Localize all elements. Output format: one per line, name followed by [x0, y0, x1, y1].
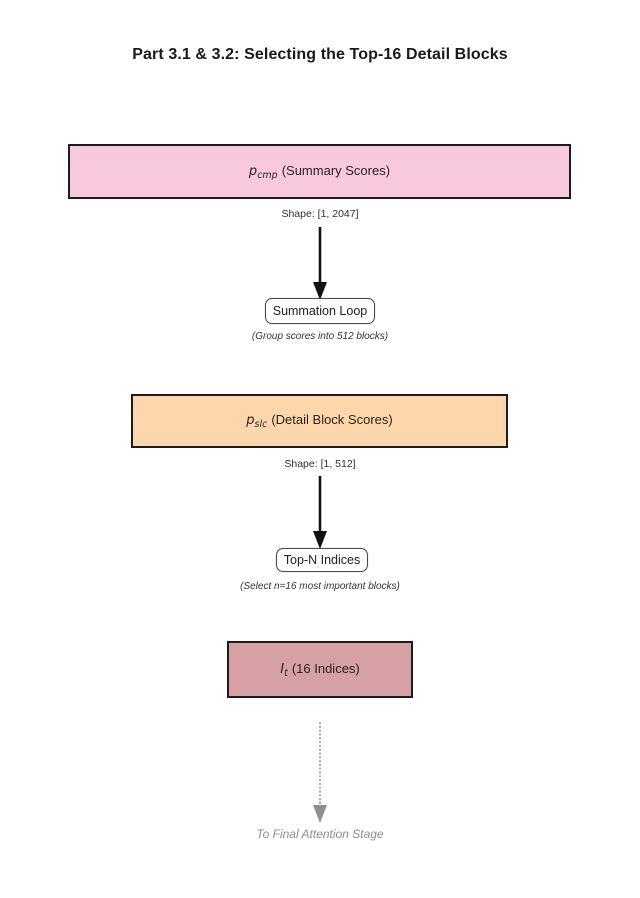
it-indices-block: It(16 Indices)	[227, 641, 413, 698]
pcmp-label: pcmp(Summary Scores)	[249, 163, 390, 181]
math-symbol: I	[280, 661, 285, 677]
diagram-title: Part 3.1 & 3.2: Selecting the Top-16 Det…	[132, 46, 508, 63]
pslc-label: pslc(Detail Block Scores)	[246, 412, 392, 430]
summation-loop-node: Summation Loop	[265, 298, 375, 324]
it-caption: (16 Indices)	[291, 660, 360, 676]
summation-loop-note: (Group scores into 512 blocks)	[251, 331, 389, 342]
math-symbol: p	[248, 163, 258, 179]
pslc-detail-block-scores-block: pslc(Detail Block Scores)	[131, 394, 508, 448]
pcmp-summary-scores-block: pcmp(Summary Scores)	[68, 144, 571, 199]
down-arrow-icon	[313, 476, 327, 549]
pslc-caption: (Detail Block Scores)	[271, 412, 393, 427]
math-subscript: slc	[254, 419, 268, 430]
pcmp-caption: (Summary Scores)	[281, 162, 391, 178]
final-stage-label: To Final Attention Stage	[256, 827, 384, 841]
it-label: It(16 Indices)	[280, 661, 360, 679]
summation-loop-label: Summation Loop	[272, 304, 368, 318]
pcmp-shape-label: Shape: [1, 2047]	[281, 208, 359, 220]
top-n-indices-node: Top-N Indices	[276, 548, 368, 572]
top-n-indices-label: Top-N Indices	[283, 553, 361, 567]
pslc-shape-label: Shape: [1, 512]	[284, 458, 356, 470]
down-arrow-icon	[313, 227, 327, 300]
math-subscript: t	[284, 667, 288, 679]
math-subscript: cmp	[257, 169, 278, 181]
top-n-indices-note: (Select n=16 most important blocks)	[240, 581, 400, 592]
gray-down-arrow-icon	[313, 722, 327, 823]
math-symbol: p	[246, 413, 255, 428]
